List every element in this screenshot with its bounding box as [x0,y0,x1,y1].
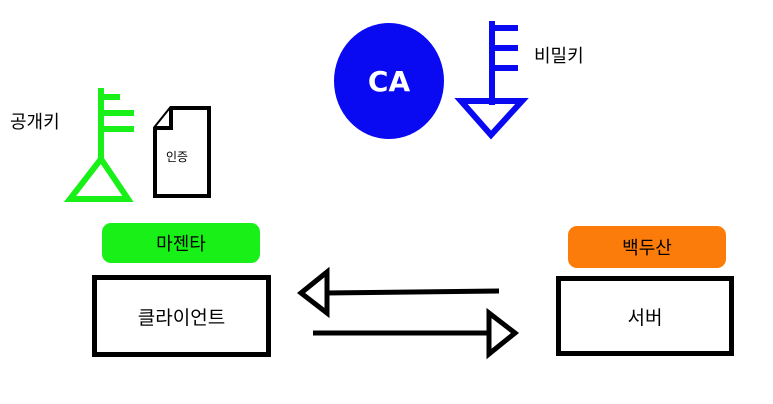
certificate-label: 인증 [166,150,189,164]
client-label: 클라이언트 [137,306,226,329]
public-key-label: 공개키 [10,112,60,133]
public-key-icon [63,88,134,202]
server-tag: 백두산 [568,226,726,268]
secret-key-icon [454,21,529,140]
ca-circle: CA [334,23,444,139]
ca-label: CA [367,64,411,98]
server-box: 서버 [556,276,734,356]
arrow-left-icon [296,266,500,319]
secret-key-label: 비밀키 [534,46,584,67]
client-tag: 마젠타 [102,223,260,263]
document-icon [153,106,211,198]
arrow-right-icon [313,307,520,360]
server-label: 서버 [627,306,663,329]
client-box: 클라이언트 [92,275,271,357]
